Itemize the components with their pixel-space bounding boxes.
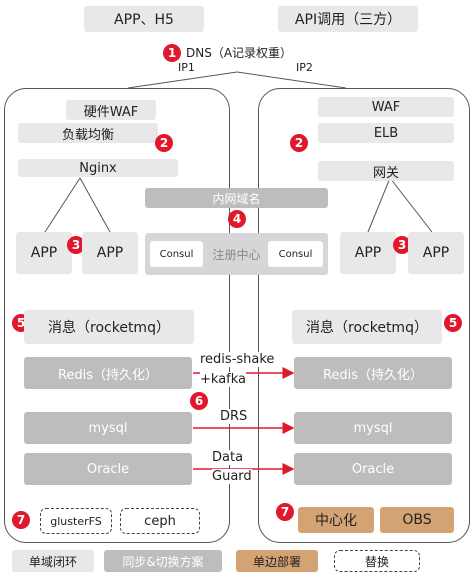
right-obs: OBS [380,507,454,533]
right-elb: ELB [318,123,454,143]
badge-5-right: 5 [444,314,462,332]
left-region-panel [4,88,230,543]
left-load-balancer: 负载均衡 [18,123,158,143]
badge-2-left: 2 [155,134,173,152]
ip1-label: IP1 [178,61,195,74]
consul-right: Consul [268,241,323,267]
left-oracle: Oracle [24,453,192,485]
right-mysql: mysql [294,412,452,444]
api-third-party-client: API调用（三方） [278,6,418,32]
nginx-app1-line [44,177,81,233]
badge-1: 1 [163,44,181,62]
data-guard-label-2: Guard [212,469,252,484]
badge-3-left: 3 [67,236,85,254]
dns-label: DNS（A记录权重） [186,46,293,60]
right-app-1: APP [340,232,396,274]
dns-ip2-line [236,71,347,89]
drs-label: DRS [220,409,248,424]
intranet-domain: 内网域名 [145,188,328,208]
left-rocketmq: 消息（rocketmq） [24,310,194,344]
right-waf: WAF [318,97,454,117]
left-app-2: APP [82,232,138,274]
right-rocketmq: 消息（rocketmq） [292,310,442,344]
gateway-app2-line [389,177,433,233]
consul-left: Consul [150,241,203,267]
redis-shake-label-2: +kafka [200,372,247,387]
legend-replace: 替换 [334,550,420,572]
left-redis: Redis（持久化） [24,357,192,389]
dns-ip1-line [127,71,238,89]
gateway-app1-line [367,177,391,233]
nginx-app2-line [79,177,111,233]
glusterfs: glusterFS [40,508,112,534]
left-hardware-waf: 硬件WAF [66,100,156,120]
right-oracle: Oracle [294,453,452,485]
right-gateway: 网关 [318,161,454,181]
left-mysql: mysql [24,412,192,444]
badge-7-right: 7 [276,503,294,521]
badge-3-right: 3 [393,236,411,254]
badge-4: 4 [228,210,246,228]
legend-single-domain: 单域闭环 [12,550,94,572]
badge-2-right: 2 [290,134,308,152]
right-app-2: APP [408,232,464,274]
registry-label: 注册中心 [212,247,261,262]
redis-shake-label-1: redis-shake [200,352,275,367]
right-centralized: 中心化 [298,507,374,533]
right-redis: Redis（持久化） [294,357,452,389]
legend-single-deploy: 单边部署 [236,550,318,572]
app-h5-client: APP、H5 [84,6,204,32]
badge-6: 6 [190,392,208,410]
ceph: ceph [120,508,200,534]
badge-7-left: 7 [12,511,30,529]
data-guard-label-1: Data [212,450,244,465]
legend-sync-switch: 同步&切换方案 [104,550,222,572]
left-app-1: APP [16,232,72,274]
ip2-label: IP2 [296,61,313,74]
right-region-panel [258,88,470,543]
left-nginx: Nginx [18,159,178,177]
